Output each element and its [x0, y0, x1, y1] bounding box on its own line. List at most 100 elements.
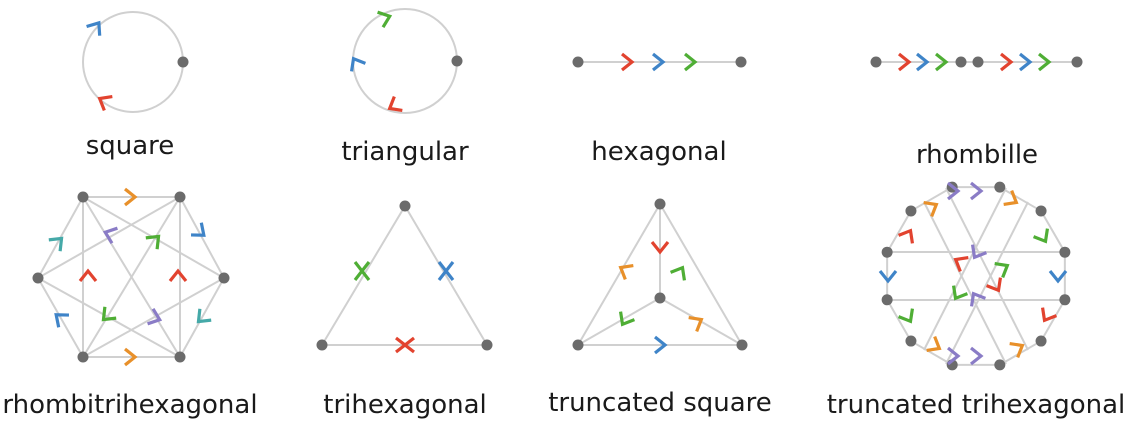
chevron-green — [1032, 228, 1050, 244]
chevron-teal — [48, 236, 64, 252]
node-dot — [654, 198, 666, 210]
node-dot — [870, 56, 882, 68]
node-dot — [736, 339, 748, 351]
node-dot — [955, 56, 967, 68]
edge-line — [320, 204, 489, 346]
chevron-green — [935, 52, 949, 72]
chevron-purple — [947, 346, 961, 366]
chevron-blue — [86, 20, 102, 36]
node-dot — [994, 181, 1006, 193]
chevron-blue — [1019, 52, 1033, 72]
node-dot — [1035, 335, 1047, 347]
chevron-green — [1038, 52, 1052, 72]
node-dot — [32, 272, 44, 284]
edges-layer — [36, 8, 1077, 366]
chevron-red — [387, 95, 403, 113]
chevron-blue — [190, 222, 206, 237]
chevron-green — [951, 285, 969, 301]
chevron-blue — [652, 52, 666, 72]
node-dot — [174, 191, 186, 203]
label-hexagonal: hexagonal — [591, 137, 726, 167]
chevron-blue — [916, 52, 930, 72]
chevron-green — [101, 306, 117, 322]
nodes-layer — [32, 55, 1083, 371]
chevron-orange — [688, 315, 704, 333]
node-dot — [1059, 246, 1071, 258]
chevron-orange — [124, 187, 138, 207]
chevron-red — [650, 241, 670, 255]
edge-line — [577, 297, 661, 346]
label-square: square — [86, 131, 175, 161]
chevron-purple — [969, 291, 987, 307]
label-rhombille: rhombille — [916, 140, 1038, 170]
edge-line — [923, 201, 1007, 365]
node-dot — [218, 272, 230, 284]
chevron-red — [621, 52, 635, 72]
node-dot — [177, 56, 189, 68]
chevron-purple — [947, 181, 961, 201]
chevron-orange — [1009, 341, 1025, 359]
chevron-purple — [970, 181, 984, 201]
node-dot — [451, 55, 463, 67]
label-rhombitrihexagonal: rhombitrihexagonal — [2, 390, 257, 420]
chevron-red — [953, 255, 969, 273]
chevron-red — [898, 52, 912, 72]
edge-line — [82, 277, 225, 358]
edge-line — [82, 196, 181, 358]
chevron-green — [669, 265, 687, 281]
node-dot — [735, 56, 747, 68]
chevron-orange — [926, 335, 942, 353]
chevron-red — [985, 277, 1003, 293]
label-trihexagonal: trihexagonal — [323, 390, 487, 420]
edge-line — [945, 201, 1029, 365]
node-dot — [77, 351, 89, 363]
chevron-blue — [349, 56, 367, 72]
chevron-purple — [970, 346, 984, 366]
cross-arm — [402, 336, 415, 354]
chevron-purple — [970, 244, 988, 260]
label-truncated-square: truncated square — [548, 388, 772, 418]
chevron-teal — [196, 308, 212, 324]
cross-chevron-red — [395, 336, 415, 354]
chevron-green — [377, 10, 393, 29]
edge-line — [945, 187, 1029, 351]
chevron-green — [897, 308, 915, 324]
label-triangular: triangular — [341, 137, 469, 167]
edge-line — [576, 202, 744, 346]
node-dot — [77, 191, 89, 203]
chevron-red — [1000, 52, 1014, 72]
chevron-blue — [54, 313, 70, 328]
node-dot — [1059, 294, 1071, 306]
chevron-red — [168, 268, 188, 282]
chevron-orange — [124, 347, 138, 367]
node-dot — [316, 339, 328, 351]
chevron-green — [618, 311, 636, 327]
chevron-red — [897, 228, 915, 244]
node-dot — [1035, 205, 1047, 217]
chevron-red — [97, 94, 113, 112]
chevrons-layer — [48, 10, 1068, 367]
chevron-green — [145, 234, 161, 250]
label-truncated-trihexagonal: truncated trihexagonal — [827, 390, 1126, 420]
chevron-red — [1040, 307, 1058, 323]
chevron-blue — [878, 270, 898, 284]
chevron-orange — [618, 263, 634, 281]
node-dot — [572, 339, 584, 351]
node-dot — [905, 335, 917, 347]
node-dot — [1071, 56, 1083, 68]
node-dot — [399, 200, 411, 212]
chevron-green — [684, 52, 698, 72]
node-dot — [972, 56, 984, 68]
node-dot — [881, 294, 893, 306]
chevron-blue — [1048, 270, 1068, 284]
cross-chevron-blue — [437, 261, 455, 281]
edge-circle — [352, 8, 458, 114]
cross-arm — [359, 261, 371, 281]
node-dot — [994, 359, 1006, 371]
chevron-orange — [923, 200, 939, 218]
chevron-blue — [654, 335, 668, 355]
node-dot — [654, 292, 666, 304]
cross-arm — [443, 261, 455, 281]
node-dot — [905, 205, 917, 217]
